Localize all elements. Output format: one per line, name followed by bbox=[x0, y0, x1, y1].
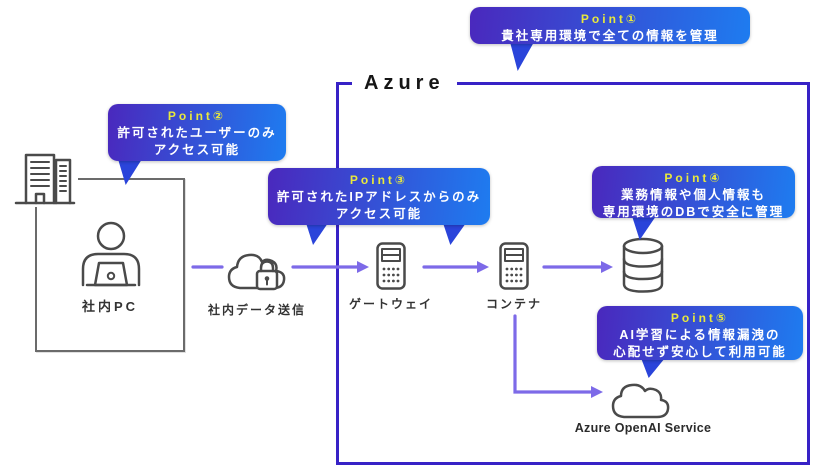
azure-openai-cloud-icon bbox=[606, 374, 676, 424]
callout-point5: Point⑤ AI学習による情報漏洩の 心配せず安心して利用可能 bbox=[597, 306, 803, 360]
callout-point1-tail bbox=[510, 42, 534, 71]
callout-point5-title: Point⑤ bbox=[670, 311, 730, 325]
cloud-lock-icon bbox=[221, 241, 293, 299]
callout-point2-text: アクセス可能 bbox=[153, 143, 241, 157]
callout-point4-text: 専用環境のDBで安全に管理 bbox=[602, 205, 785, 219]
callout-point1-text: 貴社専用環境で全ての情報を管理 bbox=[501, 29, 719, 43]
azure-label: Azure bbox=[352, 70, 457, 96]
data-send-label: 社内データ送信 bbox=[207, 303, 306, 317]
callout-point2-title: Point② bbox=[167, 109, 227, 123]
office-building-icon bbox=[12, 147, 78, 207]
gateway-label: ゲートウェイ bbox=[348, 297, 433, 311]
gateway-server-icon bbox=[376, 242, 406, 290]
callout-point3-tail-left bbox=[306, 223, 328, 245]
container-server-icon bbox=[499, 242, 529, 290]
callout-point5-text: 心配せず安心して利用可能 bbox=[613, 345, 787, 359]
internal-pc-label: 社内PC bbox=[81, 299, 139, 314]
internal-pc-box bbox=[35, 178, 185, 352]
person-at-laptop-icon bbox=[73, 219, 149, 293]
callout-point2-text: 許可されたユーザーのみ bbox=[117, 126, 277, 140]
callout-point1: Point① 貴社専用環境で全ての情報を管理 bbox=[470, 7, 750, 44]
callout-point3: Point③ 許可されたIPアドレスからのみ アクセス可能 bbox=[268, 168, 490, 225]
azure-openai-label: Azure OpenAI Service bbox=[574, 421, 712, 435]
callout-point3-text: アクセス可能 bbox=[335, 207, 423, 221]
callout-point3-title: Point③ bbox=[349, 173, 409, 187]
callout-point5-text: AI学習による情報漏洩の bbox=[619, 328, 781, 342]
database-icon bbox=[621, 237, 665, 294]
callout-point1-title: Point① bbox=[580, 12, 640, 26]
callout-point3-text: 許可されたIPアドレスからのみ bbox=[276, 190, 482, 204]
callout-point4: Point④ 業務情報や個人情報も 専用環境のDBで安全に管理 bbox=[592, 166, 795, 219]
container-label: コンテナ bbox=[485, 297, 542, 311]
azure-boundary-box bbox=[336, 82, 810, 465]
callout-point4-text: 業務情報や個人情報も bbox=[620, 188, 766, 202]
callout-point4-title: Point④ bbox=[664, 171, 723, 185]
callout-point2: Point② 許可されたユーザーのみ アクセス可能 bbox=[108, 104, 286, 161]
